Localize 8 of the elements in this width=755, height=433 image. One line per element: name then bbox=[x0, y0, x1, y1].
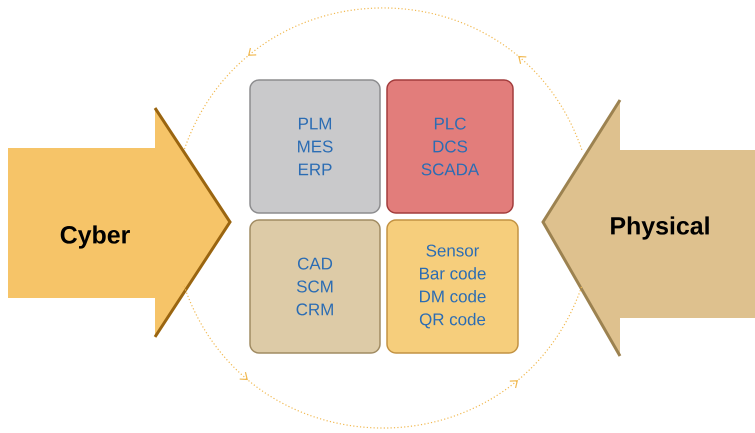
system-box: PLC DCS SCADA bbox=[386, 79, 514, 214]
block-arrow bbox=[541, 99, 755, 357]
arrow-label: Physical bbox=[611, 216, 709, 240]
block-arrow bbox=[8, 107, 232, 338]
system-box: CAD SCM CRM bbox=[249, 219, 381, 354]
arrow-label: Cyber bbox=[60, 225, 130, 249]
system-box: PLM MES ERP bbox=[249, 79, 381, 214]
system-box: Sensor Bar code DM code QR code bbox=[386, 219, 519, 354]
